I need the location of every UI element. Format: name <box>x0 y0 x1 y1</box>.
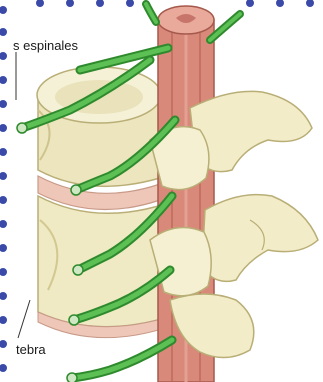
vertebra-lower <box>38 196 165 338</box>
label-spinal-nerves: s espinales <box>13 38 78 53</box>
vertebra-upper <box>37 67 161 186</box>
label-vertebra: tebra <box>16 342 46 357</box>
